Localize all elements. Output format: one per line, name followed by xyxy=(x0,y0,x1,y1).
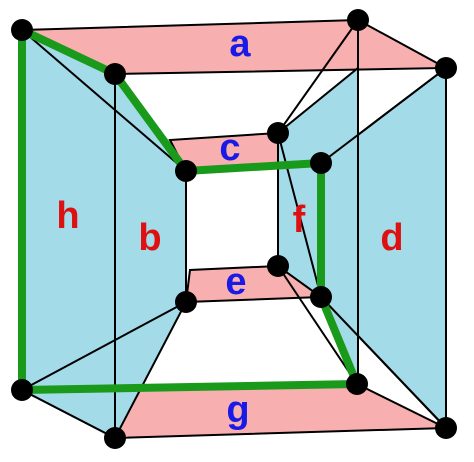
black-edges xyxy=(21,19,447,429)
vertex xyxy=(11,379,33,401)
vertex xyxy=(310,152,332,174)
vertex xyxy=(435,417,457,439)
green-path xyxy=(18,26,361,394)
vertex xyxy=(310,286,332,308)
face-label-h: h xyxy=(56,195,79,237)
face-label-b: b xyxy=(138,217,161,259)
vertex xyxy=(267,255,289,277)
vertex xyxy=(11,19,33,41)
face-label-e: e xyxy=(225,261,246,303)
vertex xyxy=(347,9,369,31)
vertex xyxy=(175,160,197,182)
face-label-c: c xyxy=(219,127,240,169)
vertex xyxy=(104,427,126,449)
vertex xyxy=(104,63,126,85)
face-label-g: g xyxy=(226,389,249,431)
vertex xyxy=(435,57,457,79)
face-label-f: f xyxy=(293,199,306,241)
face-label-d: d xyxy=(380,217,403,259)
vertex xyxy=(267,122,289,144)
vertex xyxy=(346,373,368,395)
face-label-a: a xyxy=(229,23,251,65)
vertex xyxy=(175,291,197,313)
vertices xyxy=(11,9,457,449)
